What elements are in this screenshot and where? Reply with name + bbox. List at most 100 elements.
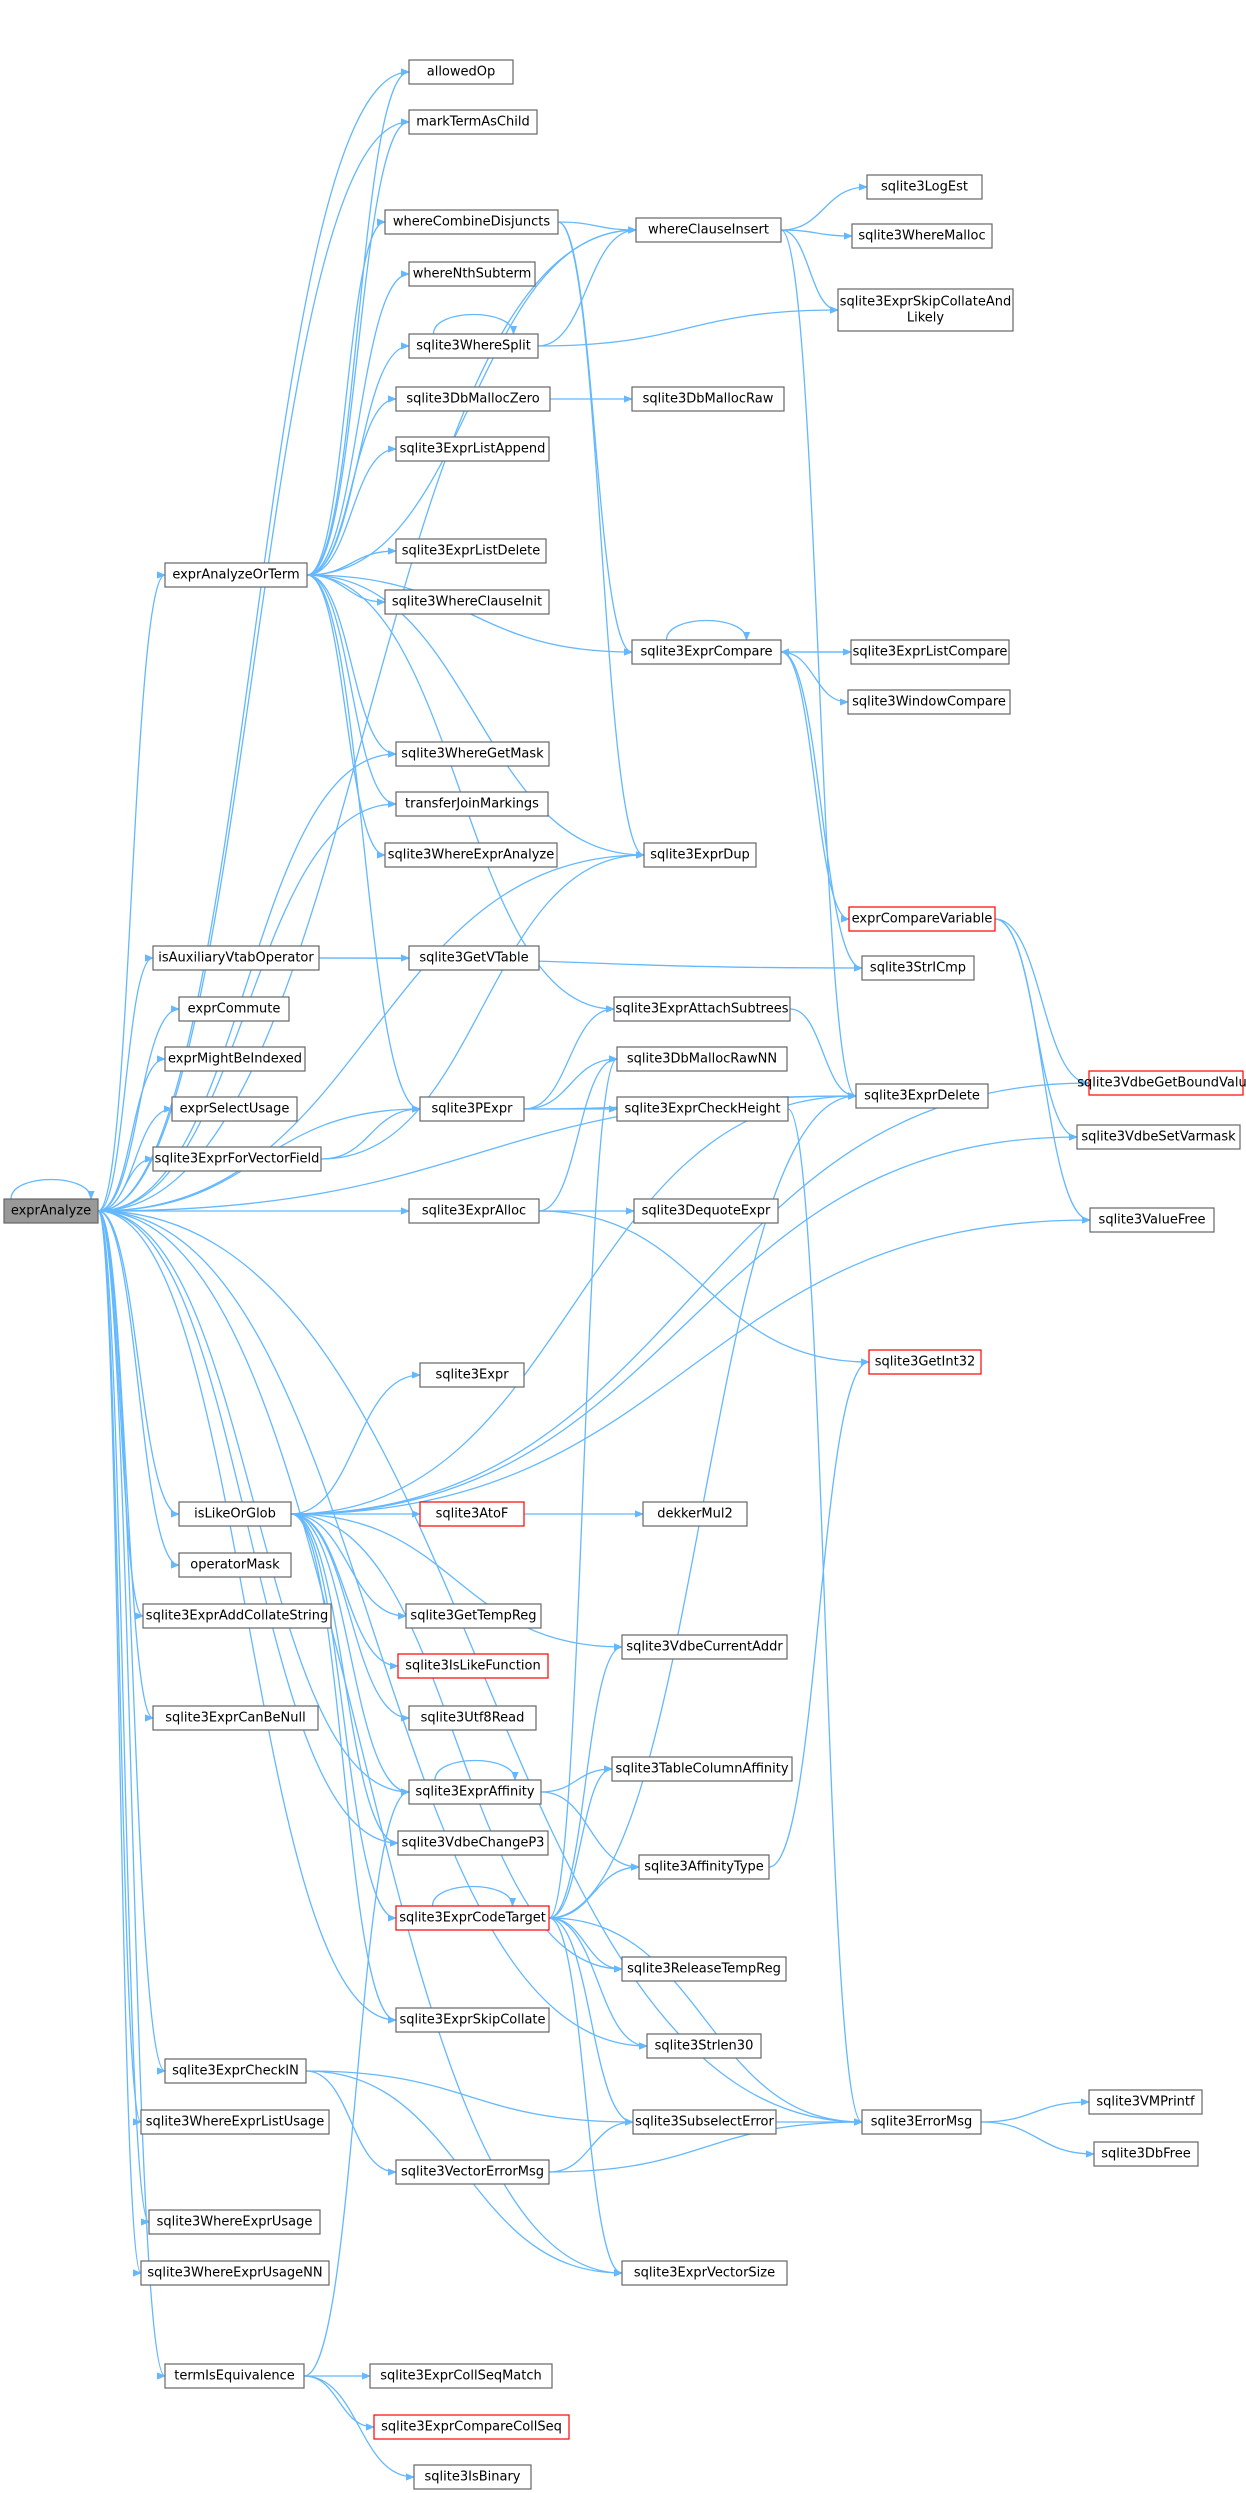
node-sqlite3-db-malloc-raw-nn[interactable]: sqlite3DbMallocRawNN: [616, 1046, 788, 1072]
node-expr-commute[interactable]: exprCommute: [178, 996, 290, 1022]
node-box[interactable]: [384, 589, 550, 615]
node-sqlite3-where-expr-usage[interactable]: sqlite3WhereExprUsage: [148, 2209, 321, 2235]
node-is-auxiliary-vtab-operator[interactable]: isAuxiliaryVtabOperator: [152, 945, 320, 971]
node-sqlite3-window-compare[interactable]: sqlite3WindowCompare: [847, 689, 1011, 715]
node-sqlite3-utf8-read[interactable]: sqlite3Utf8Read: [408, 1705, 537, 1731]
node-box[interactable]: [1093, 2141, 1199, 2167]
node-box[interactable]: [395, 1905, 550, 1931]
node-box[interactable]: [148, 2209, 321, 2235]
node-box[interactable]: [164, 1046, 306, 1072]
node-expr-select-usage[interactable]: exprSelectUsage: [171, 1096, 298, 1122]
node-sqlite3-get-int32[interactable]: sqlite3GetInt32: [868, 1349, 982, 1375]
node-box[interactable]: [868, 1349, 982, 1375]
node-sqlite3-pexpr[interactable]: sqlite3PExpr: [419, 1096, 525, 1122]
node-box[interactable]: [408, 333, 539, 359]
node-sqlite3-get-vtable[interactable]: sqlite3GetVTable: [408, 945, 540, 971]
node-box[interactable]: [408, 1198, 540, 1224]
node-dekker-mul2[interactable]: dekkerMul2: [642, 1501, 748, 1527]
node-sqlite3-where-malloc[interactable]: sqlite3WhereMalloc: [851, 223, 993, 249]
node-box[interactable]: [395, 741, 550, 767]
node-sqlite3-strlen30[interactable]: sqlite3Strlen30: [646, 2033, 762, 2059]
node-sqlite3-expr-check-height[interactable]: sqlite3ExprCheckHeight: [616, 1096, 789, 1122]
node-sqlite3-expr-delete[interactable]: sqlite3ExprDelete: [855, 1083, 989, 1109]
node-box[interactable]: [395, 436, 550, 462]
node-box[interactable]: [373, 2414, 570, 2440]
node-box[interactable]: [419, 1501, 525, 1527]
node-box[interactable]: [613, 996, 791, 1022]
node-box[interactable]: [611, 1756, 793, 1782]
node-transfer-join-markings[interactable]: transferJoinMarkings: [395, 791, 549, 817]
node-sqlite3-expr-add-collate-string[interactable]: sqlite3ExprAddCollateString: [142, 1603, 332, 1629]
node-sqlite3-expr-attach-subtrees[interactable]: sqlite3ExprAttachSubtrees: [613, 996, 791, 1022]
node-box[interactable]: [369, 2363, 553, 2389]
node-mark-term-as-child[interactable]: markTermAsChild: [408, 109, 538, 135]
node-box[interactable]: [631, 386, 785, 412]
node-sqlite3-expr-vector-size[interactable]: sqlite3ExprVectorSize: [621, 2260, 788, 2286]
node-box[interactable]: [419, 1362, 525, 1388]
node-sqlite3-expr[interactable]: sqlite3Expr: [419, 1362, 525, 1388]
node-box[interactable]: [384, 209, 559, 235]
node-box[interactable]: [405, 1603, 542, 1629]
node-box[interactable]: [643, 842, 757, 868]
node-box[interactable]: [642, 1501, 748, 1527]
node-expr-analyze-or-term[interactable]: exprAnalyzeOrTerm: [164, 562, 308, 588]
node-box[interactable]: [635, 217, 782, 243]
node-box[interactable]: [621, 2260, 788, 2286]
node-box[interactable]: [633, 1198, 779, 1224]
node-box[interactable]: [395, 386, 551, 412]
node-sqlite3-expr-check-in[interactable]: sqlite3ExprCheckIN: [164, 2058, 307, 2084]
node-operator-mask[interactable]: operatorMask: [178, 1552, 292, 1578]
node-box[interactable]: [861, 2109, 982, 2135]
node-box[interactable]: [408, 109, 538, 135]
node-box[interactable]: [631, 639, 782, 665]
node-box[interactable]: [837, 288, 1014, 332]
node-box[interactable]: [384, 842, 558, 868]
node-box[interactable]: [395, 2007, 550, 2033]
node-box[interactable]: [851, 223, 993, 249]
node-box[interactable]: [408, 59, 514, 85]
node-where-combine-disjuncts[interactable]: whereCombineDisjuncts: [384, 209, 559, 235]
node-expr-analyze[interactable]: exprAnalyze: [3, 1198, 99, 1224]
node-sqlite3-vmprintf[interactable]: sqlite3VMPrintf: [1088, 2089, 1203, 2115]
node-box[interactable]: [164, 2058, 307, 2084]
node-sqlite3-expr-list-delete[interactable]: sqlite3ExprListDelete: [395, 538, 547, 564]
node-sqlite3-expr-alloc[interactable]: sqlite3ExprAlloc: [408, 1198, 540, 1224]
node-sqlite3-dequote-expr[interactable]: sqlite3DequoteExpr: [633, 1198, 779, 1224]
node-box[interactable]: [848, 906, 996, 932]
node-expr-compare-variable[interactable]: exprCompareVariable: [848, 906, 996, 932]
node-box[interactable]: [152, 1146, 322, 1172]
node-sqlite3-db-free[interactable]: sqlite3DbFree: [1093, 2141, 1199, 2167]
node-sqlite3-where-split[interactable]: sqlite3WhereSplit: [408, 333, 539, 359]
node-sqlite3-release-temp-reg[interactable]: sqlite3ReleaseTempReg: [621, 1956, 787, 1982]
node-sqlite3-expr-list-compare[interactable]: sqlite3ExprListCompare: [850, 639, 1010, 665]
node-sqlite3-affinity-type[interactable]: sqlite3AffinityType: [638, 1854, 770, 1880]
node-is-like-or-glob[interactable]: isLikeOrGlob: [178, 1501, 292, 1527]
node-box[interactable]: [395, 791, 549, 817]
node-box[interactable]: [164, 2363, 305, 2389]
node-sqlite3-value-free[interactable]: sqlite3ValueFree: [1089, 1207, 1215, 1233]
node-sqlite3-ato-f[interactable]: sqlite3AtoF: [419, 1501, 525, 1527]
node-box[interactable]: [413, 2464, 532, 2490]
node-expr-might-be-indexed[interactable]: exprMightBeIndexed: [164, 1046, 306, 1072]
node-box[interactable]: [140, 2109, 330, 2135]
node-sqlite3-expr-compare-coll-seq[interactable]: sqlite3ExprCompareCollSeq: [373, 2414, 570, 2440]
node-allowed-op[interactable]: allowedOp: [408, 59, 514, 85]
node-sqlite3-where-expr-list-usage[interactable]: sqlite3WhereExprListUsage: [140, 2109, 330, 2135]
node-sqlite3-get-temp-reg[interactable]: sqlite3GetTempReg: [405, 1603, 542, 1629]
node-box[interactable]: [621, 1634, 788, 1660]
node-box[interactable]: [408, 1779, 542, 1805]
node-sqlite3-where-clause-init[interactable]: sqlite3WhereClauseInit: [384, 589, 550, 615]
node-box[interactable]: [164, 562, 308, 588]
node-sqlite3-error-msg[interactable]: sqlite3ErrorMsg: [861, 2109, 982, 2135]
node-box[interactable]: [408, 261, 536, 287]
node-box[interactable]: [178, 1552, 292, 1578]
node-box[interactable]: [142, 1603, 332, 1629]
node-sqlite3-vector-error-msg[interactable]: sqlite3VectorErrorMsg: [395, 2159, 550, 2185]
node-box[interactable]: [646, 2033, 762, 2059]
node-box[interactable]: [1088, 2089, 1203, 2115]
node-sqlite3-expr-for-vector-field[interactable]: sqlite3ExprForVectorField: [152, 1146, 322, 1172]
node-sqlite3-is-binary[interactable]: sqlite3IsBinary: [413, 2464, 532, 2490]
node-box[interactable]: [408, 945, 540, 971]
node-sqlite3-table-column-affinity[interactable]: sqlite3TableColumnAffinity: [611, 1756, 793, 1782]
